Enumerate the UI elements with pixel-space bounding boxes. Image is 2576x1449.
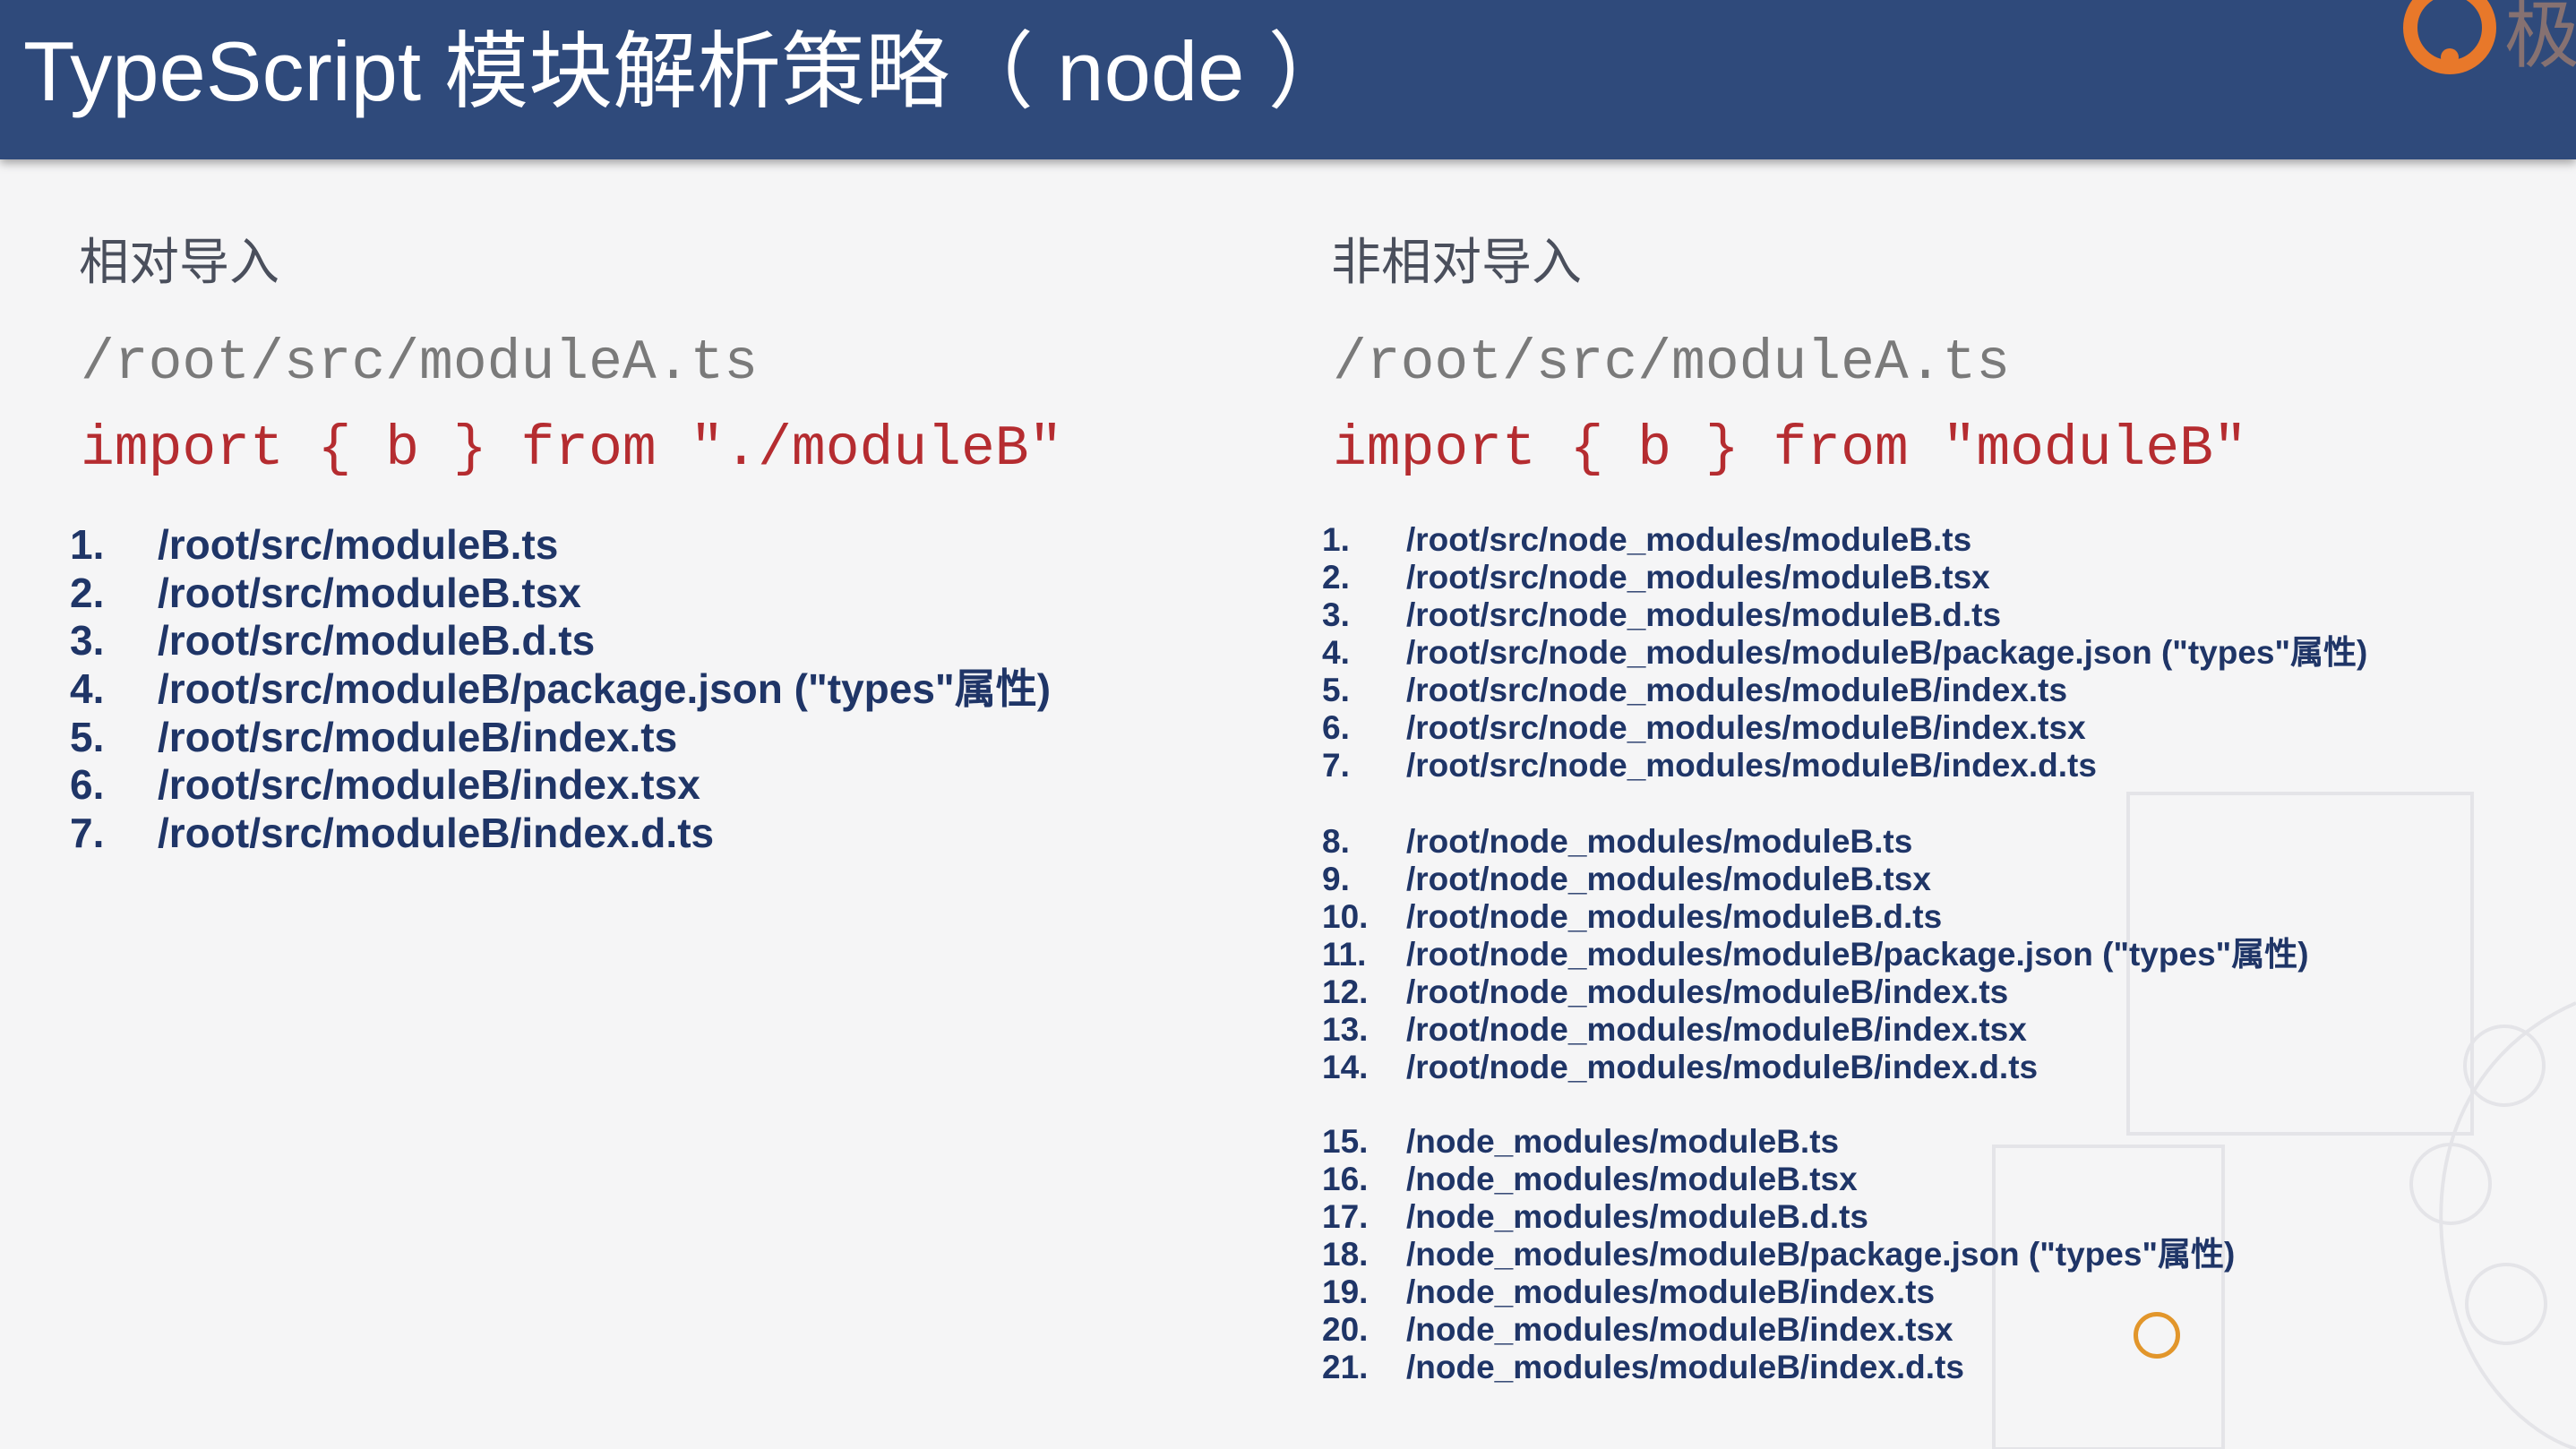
list-item-path: /root/node_modules/moduleB.d.ts bbox=[1406, 898, 1943, 935]
list-item-path: /node_modules/moduleB/index.ts bbox=[1406, 1273, 1936, 1310]
list-item-path: /root/src/moduleB/index.tsx bbox=[158, 761, 700, 809]
relative-import-statement: import { b } from "./moduleB" bbox=[81, 417, 1063, 481]
list-item-path: /root/src/moduleB/package.json ("types"属… bbox=[158, 665, 1052, 713]
list-item-path: /root/src/node_modules/moduleB.ts bbox=[1406, 521, 1972, 558]
list-item: 8. /root/node_modules/moduleB.ts bbox=[1322, 823, 2558, 861]
list-item: 4. /root/src/moduleB/package.json ("types… bbox=[70, 665, 1234, 714]
list-item-path: /root/src/node_modules/moduleB/index.ts bbox=[1406, 672, 2068, 708]
list-item-path: /root/node_modules/moduleB/package.json … bbox=[1406, 936, 2309, 973]
list-item-number: 3. bbox=[1322, 596, 1350, 633]
pointer-highlight-ring bbox=[2134, 1312, 2180, 1359]
list-item-number: 2. bbox=[70, 569, 105, 616]
list-item-path: /root/src/moduleB.d.ts bbox=[158, 617, 596, 664]
list-item: 15. /node_modules/moduleB.ts bbox=[1322, 1123, 2558, 1161]
list-item-path: /root/src/node_modules/moduleB.tsx bbox=[1406, 559, 1990, 596]
list-item: 4. /root/src/node_modules/moduleB/package… bbox=[1322, 634, 2558, 672]
list-item-number: 6. bbox=[1322, 709, 1350, 746]
non-relative-import-statement: import { b } from "moduleB" bbox=[1333, 417, 2247, 481]
list-item-number: 10. bbox=[1322, 898, 1369, 935]
list-item-path: /root/node_modules/moduleB/index.ts bbox=[1406, 973, 2009, 1010]
list-item-number: 13. bbox=[1322, 1011, 1369, 1048]
list-item: 19. /node_modules/moduleB/index.ts bbox=[1322, 1273, 2558, 1311]
list-item-number: 11. bbox=[1322, 936, 1367, 973]
list-item-path: /node_modules/moduleB/index.d.ts bbox=[1406, 1349, 1964, 1385]
list-item: 2. /root/src/moduleB.tsx bbox=[70, 570, 1234, 618]
list-item-number: 2. bbox=[1322, 559, 1350, 596]
list-item-number: 4. bbox=[70, 665, 105, 713]
list-item-path: /root/src/node_modules/moduleB/index.tsx bbox=[1406, 709, 2086, 746]
list-item-number: 1. bbox=[70, 521, 105, 568]
list-item-number: 19. bbox=[1322, 1273, 1369, 1310]
list-item-path: /root/src/moduleB/index.ts bbox=[158, 713, 678, 760]
list-item-number: 4. bbox=[1322, 634, 1350, 671]
list-item-number: 12. bbox=[1322, 973, 1369, 1010]
list-item-number: 1. bbox=[1322, 521, 1350, 558]
list-item-path: /root/node_modules/moduleB.tsx bbox=[1406, 861, 1931, 897]
list-item: 16. /node_modules/moduleB.tsx bbox=[1322, 1161, 2558, 1198]
list-item: 18. /node_modules/moduleB/package.json ("… bbox=[1322, 1236, 2558, 1273]
list-item: 7. /root/src/moduleB/index.d.ts bbox=[70, 810, 1234, 858]
list-item: 5. /root/src/moduleB/index.ts bbox=[70, 714, 1234, 762]
list-item-number: 21. bbox=[1322, 1349, 1369, 1385]
list-item: 5. /root/src/node_modules/moduleB/index.t… bbox=[1322, 672, 2558, 709]
list-item: 3. /root/src/node_modules/moduleB.d.ts bbox=[1322, 596, 2558, 634]
non-relative-import-heading: 非相对导入 bbox=[1331, 234, 1582, 290]
relative-import-heading: 相对导入 bbox=[79, 234, 279, 290]
list-item-path: /root/node_modules/moduleB/index.d.ts bbox=[1406, 1049, 2039, 1085]
list-item: 6. /root/src/node_modules/moduleB/index.t… bbox=[1322, 709, 2558, 747]
list-item-number: 6. bbox=[70, 761, 105, 809]
list-item-path: /root/src/node_modules/moduleB/index.d.t… bbox=[1406, 747, 2097, 784]
list-item-path: /node_modules/moduleB.ts bbox=[1406, 1123, 1840, 1160]
list-item: 1. /root/src/moduleB.ts bbox=[70, 521, 1234, 570]
list-item-path: /root/src/node_modules/moduleB/package.j… bbox=[1406, 634, 2368, 671]
list-item-number: 8. bbox=[1322, 823, 1350, 860]
list-item: 11. /root/node_modules/moduleB/package.js… bbox=[1322, 936, 2558, 973]
list-item: 21. /node_modules/moduleB/index.d.ts bbox=[1322, 1349, 2558, 1386]
logo-icon bbox=[2403, 0, 2496, 74]
list-item-number: 5. bbox=[1322, 672, 1350, 708]
list-item: 13. /root/node_modules/moduleB/index.tsx bbox=[1322, 1011, 2558, 1049]
list-item-number: 17. bbox=[1322, 1198, 1369, 1235]
list-item-number: 16. bbox=[1322, 1161, 1369, 1197]
list-item-path: /root/src/moduleB.tsx bbox=[158, 569, 581, 616]
list-item-path: /root/node_modules/moduleB.ts bbox=[1406, 823, 1913, 860]
list-item: 1. /root/src/node_modules/moduleB.ts bbox=[1322, 521, 2558, 559]
list-item-path: /root/src/moduleB.ts bbox=[158, 521, 559, 568]
lookup-group-global-node-modules: 15. /node_modules/moduleB.ts 16. /node_mod… bbox=[1322, 1123, 2558, 1386]
list-item-path: /node_modules/moduleB.d.ts bbox=[1406, 1198, 1868, 1235]
lookup-group-src-node-modules: 1. /root/src/node_modules/moduleB.ts 2. /r… bbox=[1322, 521, 2558, 785]
list-item: 7. /root/src/node_modules/moduleB/index.d… bbox=[1322, 747, 2558, 785]
list-item-path: /node_modules/moduleB/package.json ("typ… bbox=[1406, 1236, 2236, 1273]
list-item-path: /node_modules/moduleB.tsx bbox=[1406, 1161, 1858, 1197]
list-item-path: /root/src/node_modules/moduleB.d.ts bbox=[1406, 596, 2002, 633]
list-item: 3. /root/src/moduleB.d.ts bbox=[70, 617, 1234, 665]
list-item: 6. /root/src/moduleB/index.tsx bbox=[70, 761, 1234, 810]
list-item-path: /root/node_modules/moduleB/index.tsx bbox=[1406, 1011, 2027, 1048]
list-item: 20. /node_modules/moduleB/index.tsx bbox=[1322, 1311, 2558, 1349]
list-item-number: 20. bbox=[1322, 1311, 1369, 1348]
list-item-number: 5. bbox=[70, 713, 105, 760]
list-item: 14. /root/node_modules/moduleB/index.d.ts bbox=[1322, 1049, 2558, 1086]
logo-text: 极 bbox=[2504, 0, 2576, 77]
list-item-number: 7. bbox=[70, 810, 105, 857]
list-item: 10. /root/node_modules/moduleB.d.ts bbox=[1322, 898, 2558, 936]
list-item: 9. /root/node_modules/moduleB.tsx bbox=[1322, 861, 2558, 898]
lookup-group-root-node-modules: 8. /root/node_modules/moduleB.ts 9. /root/… bbox=[1322, 823, 2558, 1086]
list-item-number: 15. bbox=[1322, 1123, 1369, 1160]
slide-title: TypeScript 模块解析策略（ node ） bbox=[23, 24, 1352, 118]
slide-header: TypeScript 模块解析策略（ node ） 极 bbox=[0, 0, 2576, 159]
relative-source-file-path: /root/src/moduleA.ts bbox=[81, 331, 759, 395]
list-item-number: 18. bbox=[1322, 1236, 1369, 1273]
list-item-number: 7. bbox=[1322, 747, 1350, 784]
list-item: 12. /root/node_modules/moduleB/index.ts bbox=[1322, 973, 2558, 1011]
non-relative-source-file-path: /root/src/moduleA.ts bbox=[1333, 331, 2011, 395]
list-item-number: 9. bbox=[1322, 861, 1350, 897]
list-item: 2. /root/src/node_modules/moduleB.tsx bbox=[1322, 559, 2558, 596]
list-item-number: 14. bbox=[1322, 1049, 1369, 1085]
list-item-number: 3. bbox=[70, 617, 105, 664]
list-item: 17. /node_modules/moduleB.d.ts bbox=[1322, 1198, 2558, 1236]
list-item-path: /node_modules/moduleB/index.tsx bbox=[1406, 1311, 1953, 1348]
relative-lookup-list: 1. /root/src/moduleB.ts 2. /root/src/modul… bbox=[70, 521, 1234, 858]
list-item-path: /root/src/moduleB/index.d.ts bbox=[158, 810, 715, 857]
